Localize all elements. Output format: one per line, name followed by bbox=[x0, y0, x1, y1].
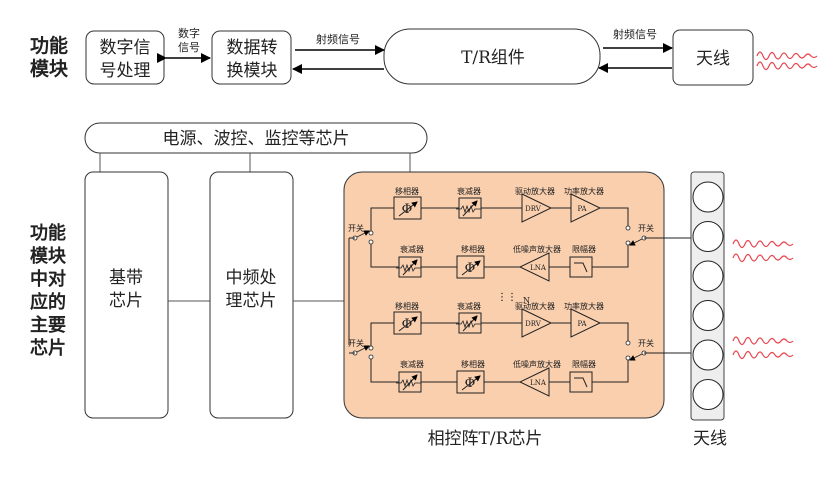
support-chips-label: 电源、波控、监控等芯片 bbox=[163, 129, 350, 149]
digital-signal-link: 数字 信号 bbox=[157, 26, 211, 63]
top-label-line2: 模块 bbox=[30, 57, 69, 80]
pa-amplifier-icon: PA bbox=[570, 193, 602, 223]
digital-signal-label2: 信号 bbox=[178, 41, 200, 54]
if-chip-line2: 理芯片 bbox=[226, 291, 277, 311]
rf-link-2: 射频信号 bbox=[598, 27, 673, 73]
bottom-label-line: 应的 bbox=[30, 291, 66, 313]
channel-label-limiter: 限幅器 bbox=[572, 359, 596, 369]
channel-label-phase_shifter: 移相器 bbox=[461, 359, 485, 369]
channel-label-phase_shifter: 移相器 bbox=[395, 301, 419, 311]
wave-icon bbox=[732, 253, 794, 263]
radiation-waves-bottom bbox=[732, 239, 794, 360]
antenna-element bbox=[692, 221, 724, 252]
antenna-block: 天线 bbox=[672, 29, 754, 86]
channel-label-driver_amp: 驱动放大器 bbox=[515, 186, 555, 196]
phase-shifter-icon: Φ bbox=[393, 311, 422, 335]
tr-channel: 开关开关移相器Φ衰减器驱动放大器DRV功率放大器PA衰减器移相器Φ低噪声放大器L… bbox=[348, 186, 692, 282]
channel-label-attenuator: 衰减器 bbox=[400, 359, 424, 369]
phase-shifter-icon: Φ bbox=[456, 255, 485, 279]
phase-shifter-icon: Φ bbox=[393, 196, 422, 220]
lna-amplifier-icon-text: LNA bbox=[530, 264, 547, 272]
radiation-waves-top bbox=[756, 51, 818, 71]
bottom-label-line: 中对 bbox=[30, 268, 66, 290]
if-chip-line1: 中频处 bbox=[226, 268, 277, 288]
converter-line2: 换模块 bbox=[227, 61, 278, 81]
pa-amplifier-icon-text: PA bbox=[577, 320, 587, 328]
channel-label-switch: 开关 bbox=[638, 223, 654, 233]
drv-amplifier-icon-text: DRV bbox=[525, 320, 542, 328]
tr-module-block: T/R组件 bbox=[383, 28, 601, 85]
n-label: N bbox=[523, 296, 530, 305]
tr-module-label: T/R组件 bbox=[461, 48, 525, 68]
converter-line1: 数据转 bbox=[227, 38, 278, 58]
antenna-element bbox=[692, 300, 724, 331]
support-chips-block: 电源、波控、监控等芯片 bbox=[84, 122, 428, 154]
channel-label-attenuator: 衰减器 bbox=[457, 186, 481, 196]
bottom-label-line: 模块 bbox=[30, 245, 67, 267]
channel-label-phase_shifter: 移相器 bbox=[461, 244, 485, 254]
channel-label-switch: 开关 bbox=[348, 223, 364, 233]
channel-label-switch: 开关 bbox=[638, 338, 654, 348]
channel-label-phase_shifter: 移相器 bbox=[395, 186, 419, 196]
dsp-line2: 号处理 bbox=[100, 61, 151, 81]
channel-label-limiter: 限幅器 bbox=[572, 244, 596, 254]
channel-label-power_amp: 功率放大器 bbox=[564, 186, 604, 196]
lna-amplifier-icon: LNA bbox=[518, 367, 550, 397]
antenna-element bbox=[692, 379, 724, 410]
top-label-line1: 功能 bbox=[30, 34, 68, 57]
antenna-label: 天线 bbox=[696, 49, 730, 69]
limiter-icon bbox=[569, 256, 593, 278]
attenuator-icon bbox=[456, 312, 482, 334]
tr-chip-caption: 相控阵T/R芯片 bbox=[428, 429, 543, 449]
channel-label-driver_amp: 驱动放大器 bbox=[515, 301, 555, 311]
antenna-array-caption: 天线 bbox=[693, 429, 727, 449]
antenna-element bbox=[692, 339, 724, 371]
dsp-block: 数字信 号处理 bbox=[85, 30, 165, 85]
baseband-chip-block: 基带 芯片 bbox=[84, 171, 169, 419]
antenna-element bbox=[692, 260, 724, 292]
baseband-line1: 基带 bbox=[109, 268, 143, 288]
wave-icon bbox=[732, 239, 794, 249]
channel-label-attenuator: 衰减器 bbox=[457, 301, 481, 311]
ellipsis-dots: ⋮⋮ bbox=[497, 292, 517, 303]
tr-chip-block: 开关开关移相器Φ衰减器驱动放大器DRV功率放大器PA衰减器移相器Φ低噪声放大器L… bbox=[343, 171, 692, 419]
if-chip-block: 中频处 理芯片 bbox=[209, 171, 294, 419]
bottom-label-line: 芯片 bbox=[30, 337, 66, 359]
bottom-label-line: 主要 bbox=[30, 314, 66, 336]
tr-channel: 开关开关移相器Φ衰减器驱动放大器DRV功率放大器PA衰减器移相器Φ低噪声放大器L… bbox=[348, 301, 692, 397]
digital-signal-label1: 数字 bbox=[178, 26, 200, 40]
rf-signal-label-1: 射频信号 bbox=[316, 32, 360, 46]
pa-amplifier-icon: PA bbox=[570, 308, 602, 338]
rf-link-1: 射频信号 bbox=[292, 32, 385, 74]
rf-signal-label-2: 射频信号 bbox=[613, 27, 657, 41]
bottom-label-line: 功能 bbox=[30, 222, 66, 244]
wave-icon bbox=[756, 61, 818, 71]
wave-icon bbox=[732, 336, 794, 346]
channel-label-attenuator: 衰减器 bbox=[400, 244, 424, 254]
channel-label-lna_label: 低噪声放大器 bbox=[513, 244, 561, 254]
pa-amplifier-icon-text: PA bbox=[577, 205, 587, 213]
drv-amplifier-icon: DRV bbox=[521, 193, 553, 223]
channel-label-power_amp: 功率放大器 bbox=[564, 301, 604, 311]
wave-icon bbox=[756, 51, 818, 61]
limiter-icon bbox=[569, 371, 593, 393]
drv-amplifier-icon-text: DRV bbox=[525, 205, 542, 213]
top-row-label: 功能 模块 bbox=[30, 34, 69, 80]
dsp-line1: 数字信 bbox=[100, 38, 151, 58]
drv-amplifier-icon: DRV bbox=[521, 308, 553, 338]
wave-icon bbox=[732, 350, 794, 360]
lna-amplifier-icon-text: LNA bbox=[530, 379, 547, 387]
lna-amplifier-icon: LNA bbox=[518, 252, 550, 282]
baseband-line2: 芯片 bbox=[109, 291, 143, 311]
attenuator-icon bbox=[396, 371, 422, 393]
attenuator-icon bbox=[456, 197, 482, 219]
channel-label-lna_label: 低噪声放大器 bbox=[513, 359, 561, 369]
antenna-element bbox=[692, 181, 724, 213]
channel-label-switch: 开关 bbox=[348, 338, 364, 348]
converter-block: 数据转 换模块 bbox=[211, 30, 292, 85]
antenna-array bbox=[690, 171, 725, 421]
phase-shifter-icon: Φ bbox=[456, 370, 485, 394]
attenuator-icon bbox=[396, 256, 422, 278]
